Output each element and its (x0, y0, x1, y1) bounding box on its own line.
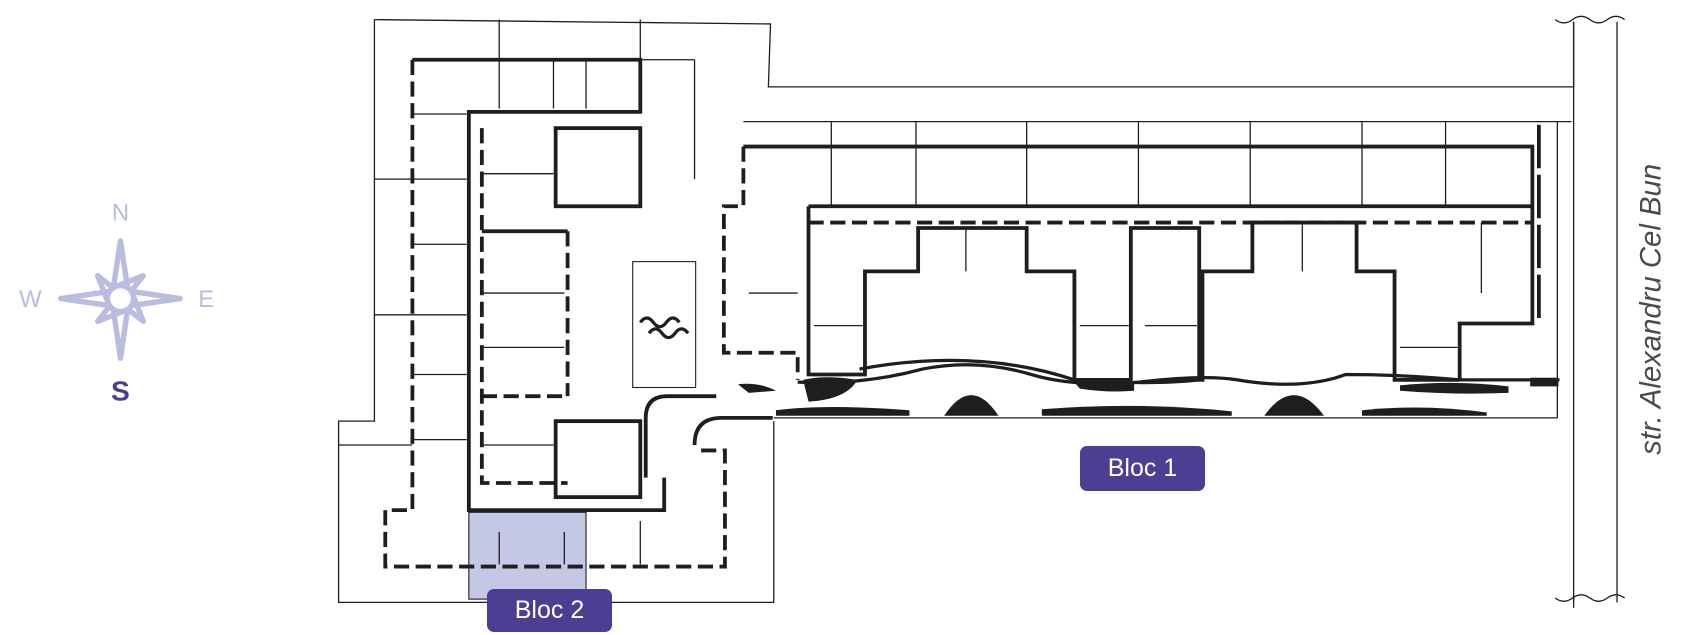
bloc-2-badge[interactable]: Bloc 2 (487, 589, 612, 632)
bloc-1-label: Bloc 1 (1107, 454, 1178, 482)
bloc-2-highlight[interactable] (468, 511, 587, 600)
compass-south: S (111, 375, 130, 407)
bloc-1-floorplan (721, 124, 1560, 416)
bloc-2-floorplan (383, 57, 773, 569)
pool-waves-icon (638, 316, 690, 340)
compass-north: N (112, 199, 129, 226)
compass-west: W (19, 286, 42, 313)
street-label: str. Alexandru Cel Bun (1634, 164, 1667, 455)
bloc-2-label: Bloc 2 (514, 596, 585, 624)
compass-rose-icon (58, 238, 183, 361)
bloc-1-badge[interactable]: Bloc 1 (1080, 446, 1205, 491)
site-boundary (337, 15, 1626, 608)
compass-east: E (198, 286, 214, 313)
